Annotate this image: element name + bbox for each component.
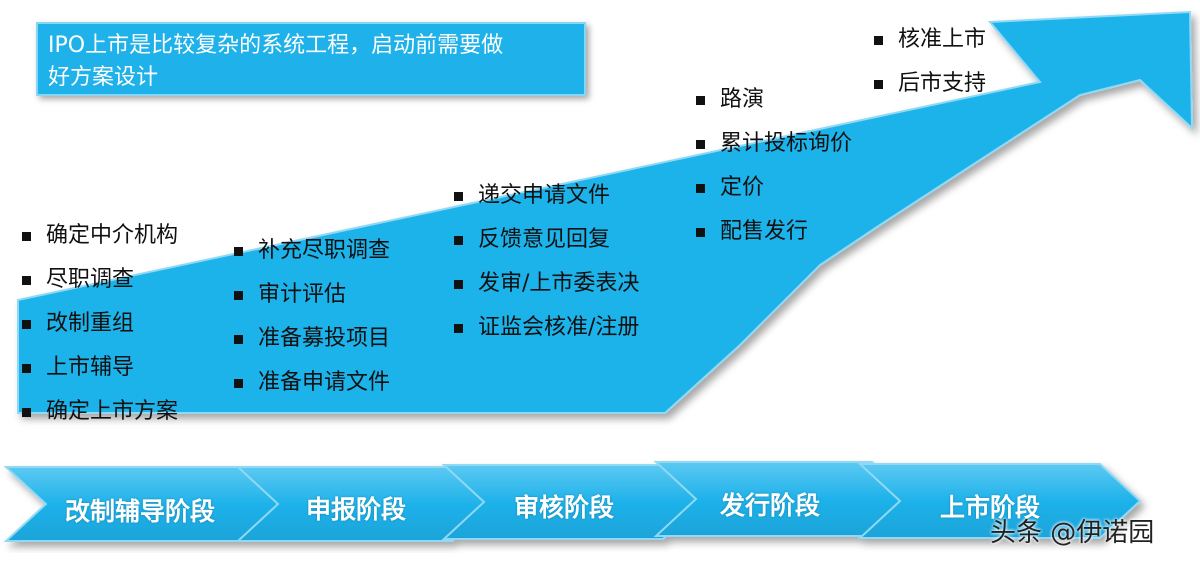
- stage-1-item-label: 确定上市方案: [46, 399, 179, 424]
- stage-2-item: 补充尽职调查: [232, 229, 390, 273]
- stage-1-list: 确定中介机构 尽职调查 改制重组 上市辅导 确定上市方案: [20, 214, 178, 434]
- stage-4-item-label: 定价: [720, 175, 765, 200]
- stage-4-item-label: 路演: [720, 87, 765, 112]
- phase-chevrons: [3, 461, 1142, 542]
- phase-chevron-5: [857, 463, 1142, 539]
- stage-3-item-label: 递交申请文件: [478, 183, 611, 208]
- watermark: 头条 @伊诺园: [990, 518, 1155, 548]
- bullet-icon: [234, 335, 243, 344]
- bullet-icon: [22, 408, 31, 417]
- stage-2-item-label: 审计评估: [258, 282, 347, 307]
- bullet-icon: [454, 280, 463, 289]
- bullet-icon: [874, 80, 883, 89]
- bullet-icon: [22, 364, 31, 373]
- stage-2-item-label: 准备申请文件: [258, 370, 391, 395]
- stage-2-item: 准备申请文件: [232, 361, 390, 405]
- bullet-icon: [696, 228, 705, 237]
- bullet-icon: [454, 192, 463, 201]
- bullet-icon: [454, 324, 463, 333]
- stage-2-item: 准备募投项目: [232, 317, 390, 361]
- bullet-icon: [874, 36, 883, 45]
- stage-5-item: 核准上市: [872, 18, 986, 62]
- bullet-icon: [22, 276, 31, 285]
- stage-4-item-label: 配售发行: [720, 219, 809, 244]
- growth-arrow: [17, 10, 1194, 414]
- bullet-icon: [696, 184, 705, 193]
- stage-4-item-label: 累计投标询价: [720, 131, 853, 156]
- bullet-icon: [234, 291, 243, 300]
- stage-3-item-label: 反馈意见回复: [478, 227, 611, 252]
- stage-5-item-label: 后市支持: [898, 71, 987, 96]
- title-box: IPO上市是比较复杂的系统工程，启动前需要做 好方案设计: [36, 22, 586, 96]
- stage-1-item-label: 上市辅导: [46, 355, 135, 380]
- stage-3-item: 发审/上市委表决: [452, 262, 639, 306]
- title-line-1: IPO上市是比较复杂的系统工程，启动前需要做: [48, 33, 504, 58]
- stage-2-list: 补充尽职调查 审计评估 准备募投项目 准备申请文件: [232, 229, 390, 405]
- stage-1-item-label: 确定中介机构: [46, 223, 179, 248]
- stage-2-item-label: 准备募投项目: [258, 326, 391, 351]
- stage-2-item-label: 补充尽职调查: [258, 238, 391, 263]
- stage-4-item: 路演: [694, 78, 852, 122]
- stage-2-item: 审计评估: [232, 273, 390, 317]
- bullet-icon: [234, 247, 243, 256]
- stage-1-item-label: 改制重组: [46, 311, 135, 336]
- bullet-icon: [22, 232, 31, 241]
- phase-label-3: 审核阶段: [513, 493, 614, 522]
- stage-4-list: 路演 累计投标询价 定价 配售发行: [694, 78, 852, 254]
- stage-1-item-label: 尽职调查: [46, 267, 135, 292]
- stage-1-item: 尽职调查: [20, 258, 178, 302]
- bullet-icon: [454, 236, 463, 245]
- phase-label-2: 申报阶段: [305, 495, 406, 524]
- stage-3-item-label: 证监会核准/注册: [478, 315, 640, 340]
- title-line-2: 好方案设计: [48, 65, 159, 90]
- bullet-icon: [234, 379, 243, 388]
- stage-4-item: 累计投标询价: [694, 122, 852, 166]
- stage-1-item: 确定中介机构: [20, 214, 178, 258]
- stage-4-item: 定价: [694, 166, 852, 210]
- bullet-icon: [696, 96, 705, 105]
- stage-3-item: 反馈意见回复: [452, 218, 639, 262]
- stage-3-item-label: 发审/上市委表决: [478, 271, 640, 296]
- bullet-icon: [696, 140, 705, 149]
- bullet-icon: [22, 320, 31, 329]
- phase-label-4: 发行阶段: [719, 491, 820, 520]
- stage-3-item: 递交申请文件: [452, 174, 639, 218]
- stage-5-item-label: 核准上市: [898, 27, 987, 52]
- stage-5-item: 后市支持: [872, 62, 986, 106]
- stage-5-list: 核准上市 后市支持: [872, 18, 986, 106]
- stage-1-item: 上市辅导: [20, 346, 178, 390]
- phase-label-1: 改制辅导阶段: [64, 497, 215, 526]
- stage-3-item: 证监会核准/注册: [452, 306, 639, 350]
- stage-1-item: 确定上市方案: [20, 390, 178, 434]
- stage-4-item: 配售发行: [694, 210, 852, 254]
- phase-label-5: 上市阶段: [939, 493, 1040, 522]
- stage-3-list: 递交申请文件 反馈意见回复 发审/上市委表决 证监会核准/注册: [452, 174, 639, 350]
- stage-1-item: 改制重组: [20, 302, 178, 346]
